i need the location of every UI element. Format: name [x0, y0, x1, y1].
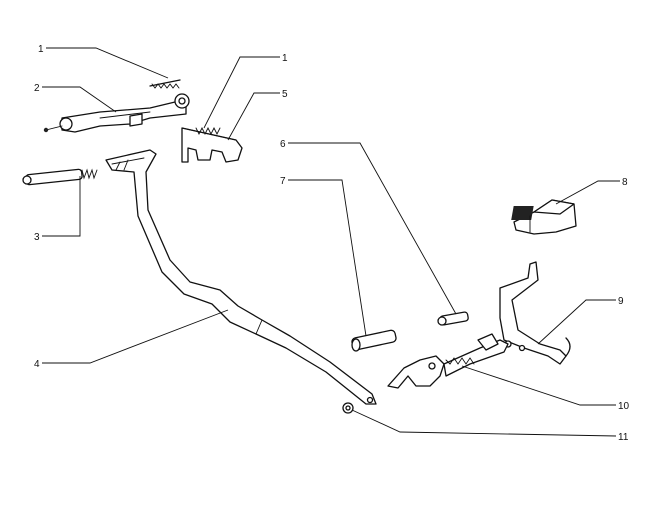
leader-3 — [42, 176, 81, 237]
part-6-pin — [437, 311, 469, 326]
callout-10: 10 — [618, 401, 630, 412]
callout-5: 5 — [282, 89, 288, 100]
leader-10 — [461, 365, 616, 406]
callout-7: 7 — [280, 176, 286, 187]
callout-3: 3 — [34, 232, 40, 243]
part-7-rod-pin — [351, 329, 397, 352]
callout-1a: 1 — [38, 44, 44, 55]
callout-1b: 1 — [282, 53, 288, 64]
part-2-link-plate — [43, 93, 190, 133]
part-10-linkage — [387, 333, 509, 389]
callout-2: 2 — [34, 83, 40, 94]
leader-1a — [46, 47, 169, 79]
leader-7 — [288, 179, 367, 337]
leader-1b — [203, 56, 280, 129]
leader-9 — [537, 299, 616, 345]
callout-labels: 1 1 2 3 4 5 6 7 8 9 10 11 — [34, 44, 630, 443]
callout-8: 8 — [622, 177, 628, 188]
part-4-lever-rod — [105, 149, 377, 405]
leader-lines — [42, 47, 620, 437]
leader-4 — [42, 309, 229, 364]
part-9-hooked-lever — [499, 261, 571, 365]
leader-6 — [288, 142, 457, 315]
part-1-spring-pin — [149, 79, 181, 89]
part-11-washer — [342, 402, 354, 414]
callout-6: 6 — [280, 139, 286, 150]
leader-11 — [351, 409, 617, 437]
callout-9: 9 — [618, 296, 624, 307]
leader-5 — [227, 92, 280, 141]
part-8-pad-block — [511, 199, 577, 235]
part-3-threaded-rod — [22, 168, 98, 186]
leader-2 — [42, 86, 117, 113]
part-5-bracket — [181, 126, 243, 163]
callout-4: 4 — [34, 359, 40, 370]
callout-11: 11 — [618, 432, 629, 443]
leader-8 — [555, 180, 620, 205]
